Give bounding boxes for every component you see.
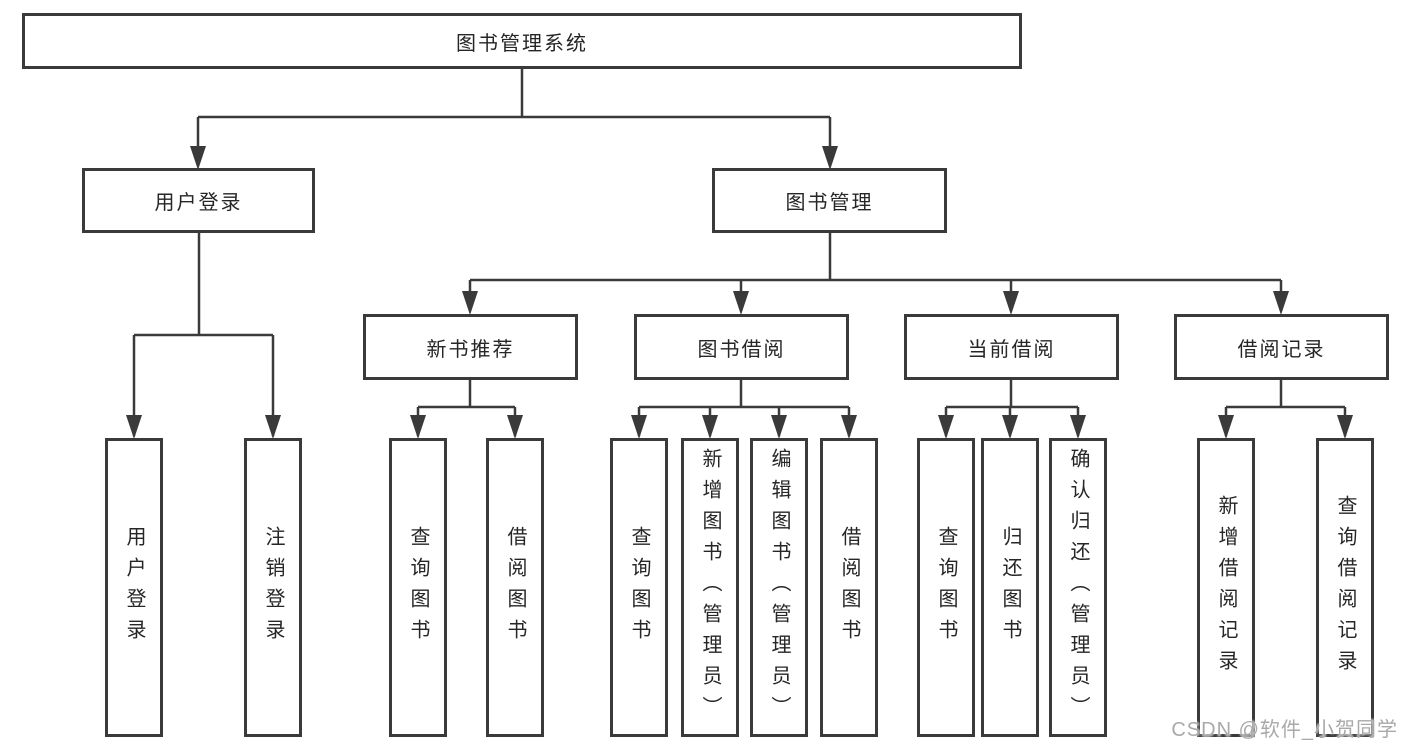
connector-borrow-records bbox=[1224, 380, 1347, 436]
leaf-add-borrow-record-label: 新增借阅记录 bbox=[1215, 494, 1237, 681]
leaf-user-login: 用户登录 bbox=[105, 438, 163, 737]
node-borrow-records-label: 借阅记录 bbox=[1237, 338, 1326, 361]
leaf-edit-books-admin-label: 编辑图书（管理员） bbox=[768, 448, 790, 727]
connector-user-login bbox=[132, 233, 275, 436]
leaf-query-books-borrowing-label: 查询图书 bbox=[628, 525, 650, 650]
leaf-edit-books-admin: 编辑图书（管理员） bbox=[750, 438, 808, 737]
node-book-borrowing-label: 图书借阅 bbox=[697, 338, 786, 361]
node-new-book-recommend: 新书推荐 bbox=[363, 314, 578, 380]
leaf-add-books-admin-label: 新增图书（管理员） bbox=[699, 448, 721, 727]
node-current-borrowing-label: 当前借阅 bbox=[967, 338, 1056, 361]
leaf-return-books-label: 归还图书 bbox=[999, 525, 1021, 650]
leaf-add-borrow-record: 新增借阅记录 bbox=[1197, 438, 1255, 737]
connector-root bbox=[196, 69, 832, 166]
node-user-login: 用户登录 bbox=[82, 168, 315, 233]
leaf-query-books-recommend-label: 查询图书 bbox=[407, 525, 429, 650]
node-book-borrowing: 图书借阅 bbox=[634, 314, 849, 380]
leaf-add-books-admin: 新增图书（管理员） bbox=[681, 438, 739, 737]
leaf-query-borrow-record: 查询借阅记录 bbox=[1316, 438, 1374, 737]
leaf-query-books-borrowing: 查询图书 bbox=[610, 438, 668, 737]
connector-book-mgmt bbox=[468, 233, 1283, 311]
node-current-borrowing: 当前借阅 bbox=[904, 314, 1119, 380]
node-library-system-label: 图书管理系统 bbox=[456, 32, 588, 55]
leaf-return-books: 归还图书 bbox=[981, 438, 1039, 737]
node-user-login-label: 用户登录 bbox=[154, 192, 243, 214]
leaf-query-books-current: 查询图书 bbox=[917, 438, 975, 737]
leaf-borrow-books: 借阅图书 bbox=[820, 438, 878, 737]
csdn-watermark: CSDN @软件_小贺同学 bbox=[1171, 719, 1398, 741]
connector-current-borrowing bbox=[944, 380, 1080, 436]
node-new-book-recommend-label: 新书推荐 bbox=[426, 338, 515, 361]
connector-book-borrowing bbox=[637, 380, 851, 436]
leaf-logout: 注销登录 bbox=[244, 438, 302, 737]
leaf-query-books-recommend: 查询图书 bbox=[389, 438, 447, 737]
leaf-borrow-books-label: 借阅图书 bbox=[838, 525, 860, 650]
node-library-system: 图书管理系统 bbox=[22, 13, 1022, 69]
connector-new-book-recommend bbox=[416, 380, 517, 436]
leaf-confirm-return-admin: 确认归还（管理员） bbox=[1049, 438, 1107, 737]
leaf-logout-label: 注销登录 bbox=[262, 525, 284, 650]
leaf-confirm-return-admin-label: 确认归还（管理员） bbox=[1067, 448, 1089, 727]
node-borrow-records: 借阅记录 bbox=[1174, 314, 1389, 380]
node-book-management-label: 图书管理 bbox=[785, 192, 874, 214]
node-book-management: 图书管理 bbox=[712, 168, 947, 233]
leaf-user-login-label: 用户登录 bbox=[123, 525, 145, 650]
leaf-query-borrow-record-label: 查询借阅记录 bbox=[1334, 494, 1356, 681]
leaf-borrow-books-recommend-label: 借阅图书 bbox=[504, 525, 526, 650]
leaf-query-books-current-label: 查询图书 bbox=[935, 525, 957, 650]
leaf-borrow-books-recommend: 借阅图书 bbox=[486, 438, 544, 737]
